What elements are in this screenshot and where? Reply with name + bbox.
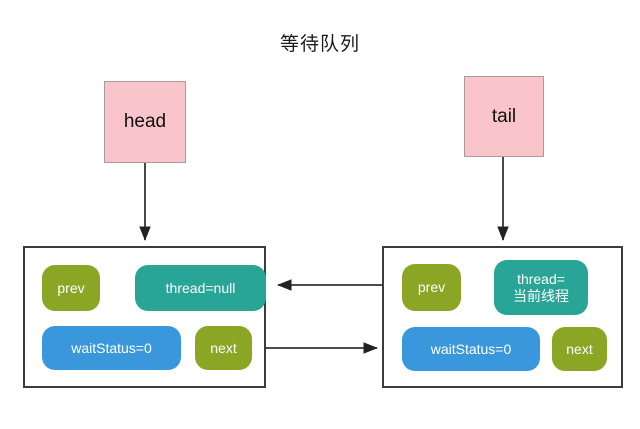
field-wait-status[interactable]: waitStatus=0: [42, 326, 181, 370]
field-thread[interactable]: thread= 当前线程: [494, 260, 588, 315]
field-next[interactable]: next: [552, 327, 607, 371]
pointer-box-tail[interactable]: tail: [464, 76, 544, 157]
pointer-label-tail: tail: [491, 105, 517, 127]
field-thread[interactable]: thread=null: [135, 265, 266, 311]
field-prev[interactable]: prev: [42, 265, 100, 311]
pointer-box-head[interactable]: head: [104, 81, 186, 163]
diagram-title: 等待队列: [279, 34, 360, 55]
field-next[interactable]: next: [195, 326, 252, 370]
pointer-label-head: head: [123, 111, 167, 132]
field-prev[interactable]: prev: [402, 264, 461, 311]
queue-node-tail[interactable]: prev thread= 当前线程 waitStatus=0 next: [382, 246, 623, 388]
field-wait-status[interactable]: waitStatus=0: [402, 327, 540, 371]
queue-node-head[interactable]: prev thread=null waitStatus=0 next: [23, 246, 266, 388]
